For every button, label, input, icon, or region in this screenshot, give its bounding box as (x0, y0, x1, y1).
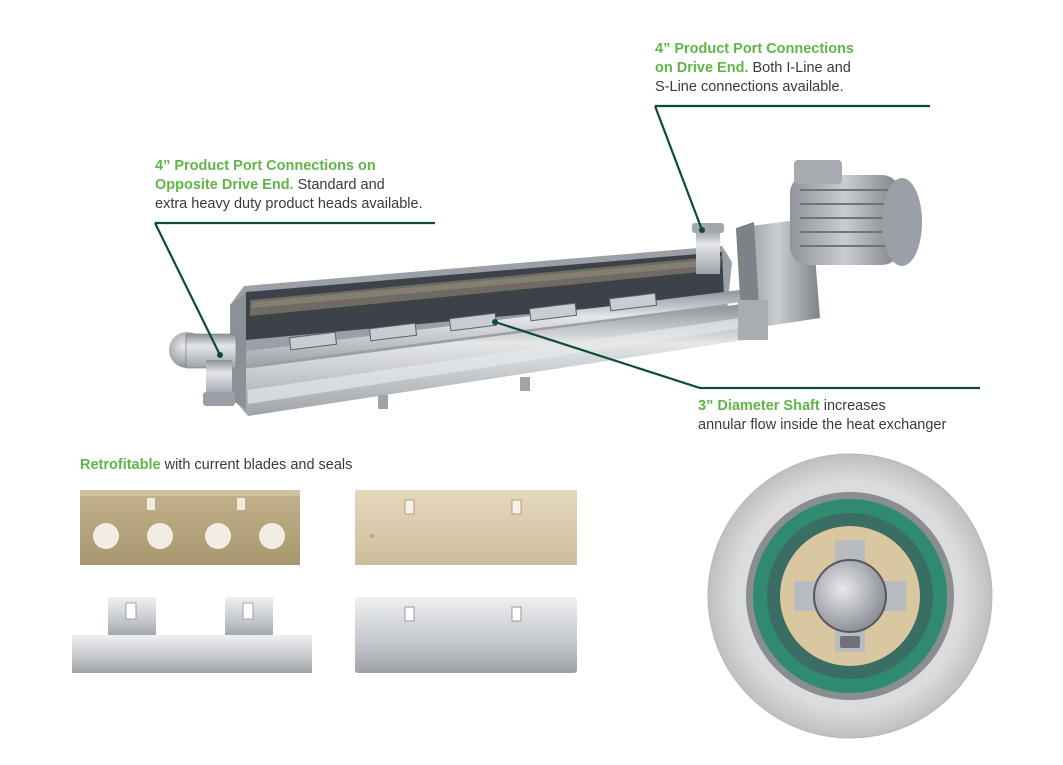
callout-shaft-heading: 3” Diameter Shaft (698, 398, 820, 414)
callout-drive-end: 4” Product Port Connections on Drive End… (655, 40, 955, 97)
callout-shaft-text-1: increases (819, 398, 886, 414)
steel-blade-with-tabs (72, 597, 312, 673)
callout-opposite-end-text-1: Standard and (293, 177, 385, 193)
callout-retrofit: Retrofitable with current blades and sea… (80, 456, 420, 475)
heat-exchanger-illustration (169, 160, 922, 416)
leader-lines (154, 104, 980, 390)
callout-drive-end-text-2: S-Line connections available. (655, 79, 844, 95)
callout-opposite-end-heading-2: Opposite Drive End. (155, 177, 294, 193)
callout-shaft: 3” Diameter Shaft increases annular flow… (698, 397, 998, 435)
callout-retrofit-heading: Retrofitable (80, 457, 161, 473)
callout-opposite-end-text-2: extra heavy duty product heads available… (155, 196, 423, 212)
callout-drive-end-heading-2: on Drive End. (655, 60, 749, 76)
steel-flat-blade (355, 597, 577, 673)
callout-drive-end-heading: 4” Product Port Connections (655, 41, 854, 57)
callout-shaft-text-2: annular flow inside the heat exchanger (698, 417, 947, 433)
callout-drive-end-text-1: Both I-Line and (748, 60, 851, 76)
cream-blade (355, 490, 577, 565)
callout-retrofit-text: with current blades and seals (160, 457, 353, 473)
callout-opposite-end: 4” Product Port Connections on Opposite … (155, 157, 475, 214)
tan-blade-with-holes (80, 490, 300, 565)
callout-opposite-end-heading: 4” Product Port Connections on (155, 158, 376, 174)
shaft-cross-section (707, 453, 993, 739)
blade-samples (72, 490, 577, 673)
